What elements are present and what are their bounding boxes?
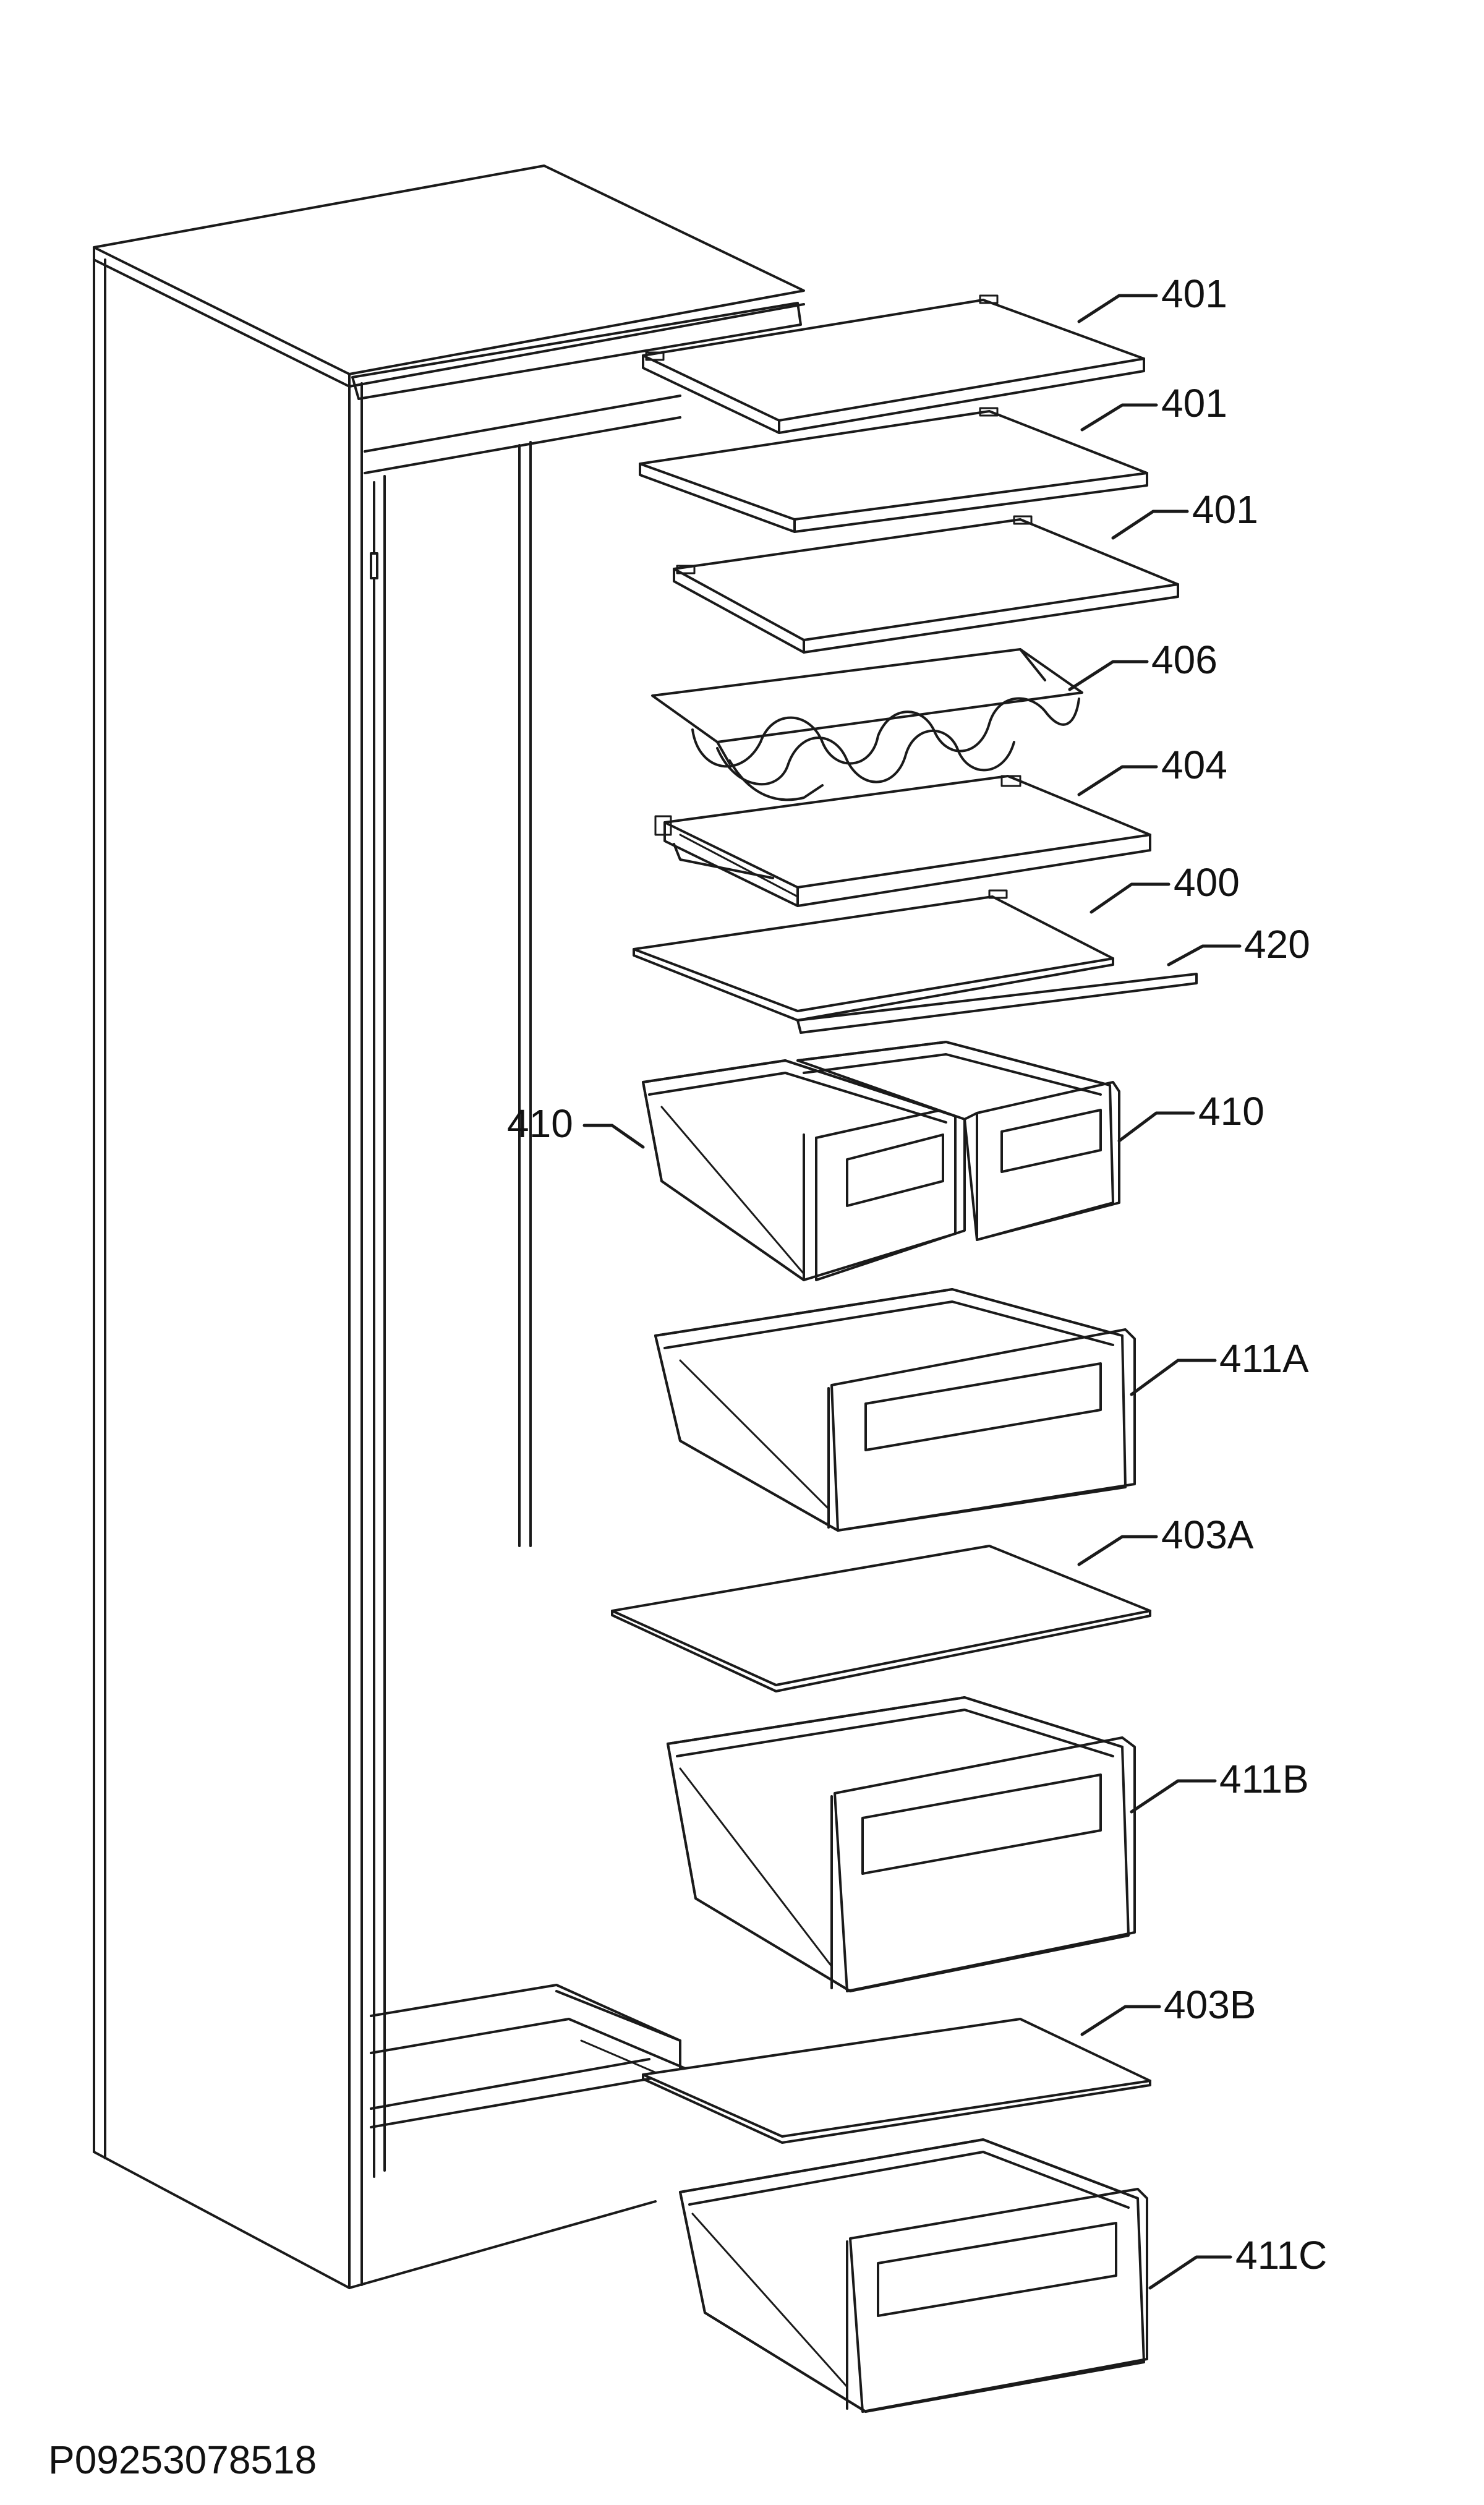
label-410-right: 410 [1198, 1089, 1264, 1133]
label-410-left: 410 [507, 1101, 573, 1146]
label-400: 400 [1174, 860, 1240, 905]
label-403b: 403B [1164, 1982, 1256, 2027]
label-406: 406 [1151, 638, 1217, 682]
label-411b: 411B [1219, 1757, 1309, 1801]
glass-shelf-401-3 [673, 515, 1179, 654]
bottle-rack-406 [651, 648, 1083, 801]
drawer-411a [654, 1288, 1136, 1532]
drawing-code: P09253078518 [48, 2438, 317, 2482]
drawer-411c [679, 2138, 1148, 2413]
glass-shelf-401-1 [642, 294, 1145, 434]
label-404: 404 [1161, 743, 1227, 787]
label-411c: 411C [1235, 2233, 1327, 2277]
shelf-404 [654, 775, 1151, 907]
drawer-410-left [642, 1059, 966, 1281]
leader-lines [582, 294, 1242, 2290]
label-401-2: 401 [1161, 381, 1227, 425]
glass-shelf-401-2 [639, 407, 1148, 533]
part-labels: 401 401 401 406 404 400 420 410 410 411A… [507, 271, 1327, 2277]
strip-420 [796, 973, 1198, 1034]
label-411a: 411A [1219, 1336, 1309, 1381]
drawer-410-right [796, 1041, 1120, 1241]
drawer-411b [667, 1696, 1136, 1992]
glass-shelf-403a [611, 1545, 1151, 1692]
label-420: 420 [1244, 922, 1310, 967]
cabinet-body [93, 164, 805, 2289]
glass-shelf-403b [642, 2018, 1151, 2144]
label-401-1: 401 [1161, 271, 1227, 316]
label-403a: 403A [1161, 1513, 1254, 1557]
label-401-3: 401 [1192, 487, 1258, 532]
